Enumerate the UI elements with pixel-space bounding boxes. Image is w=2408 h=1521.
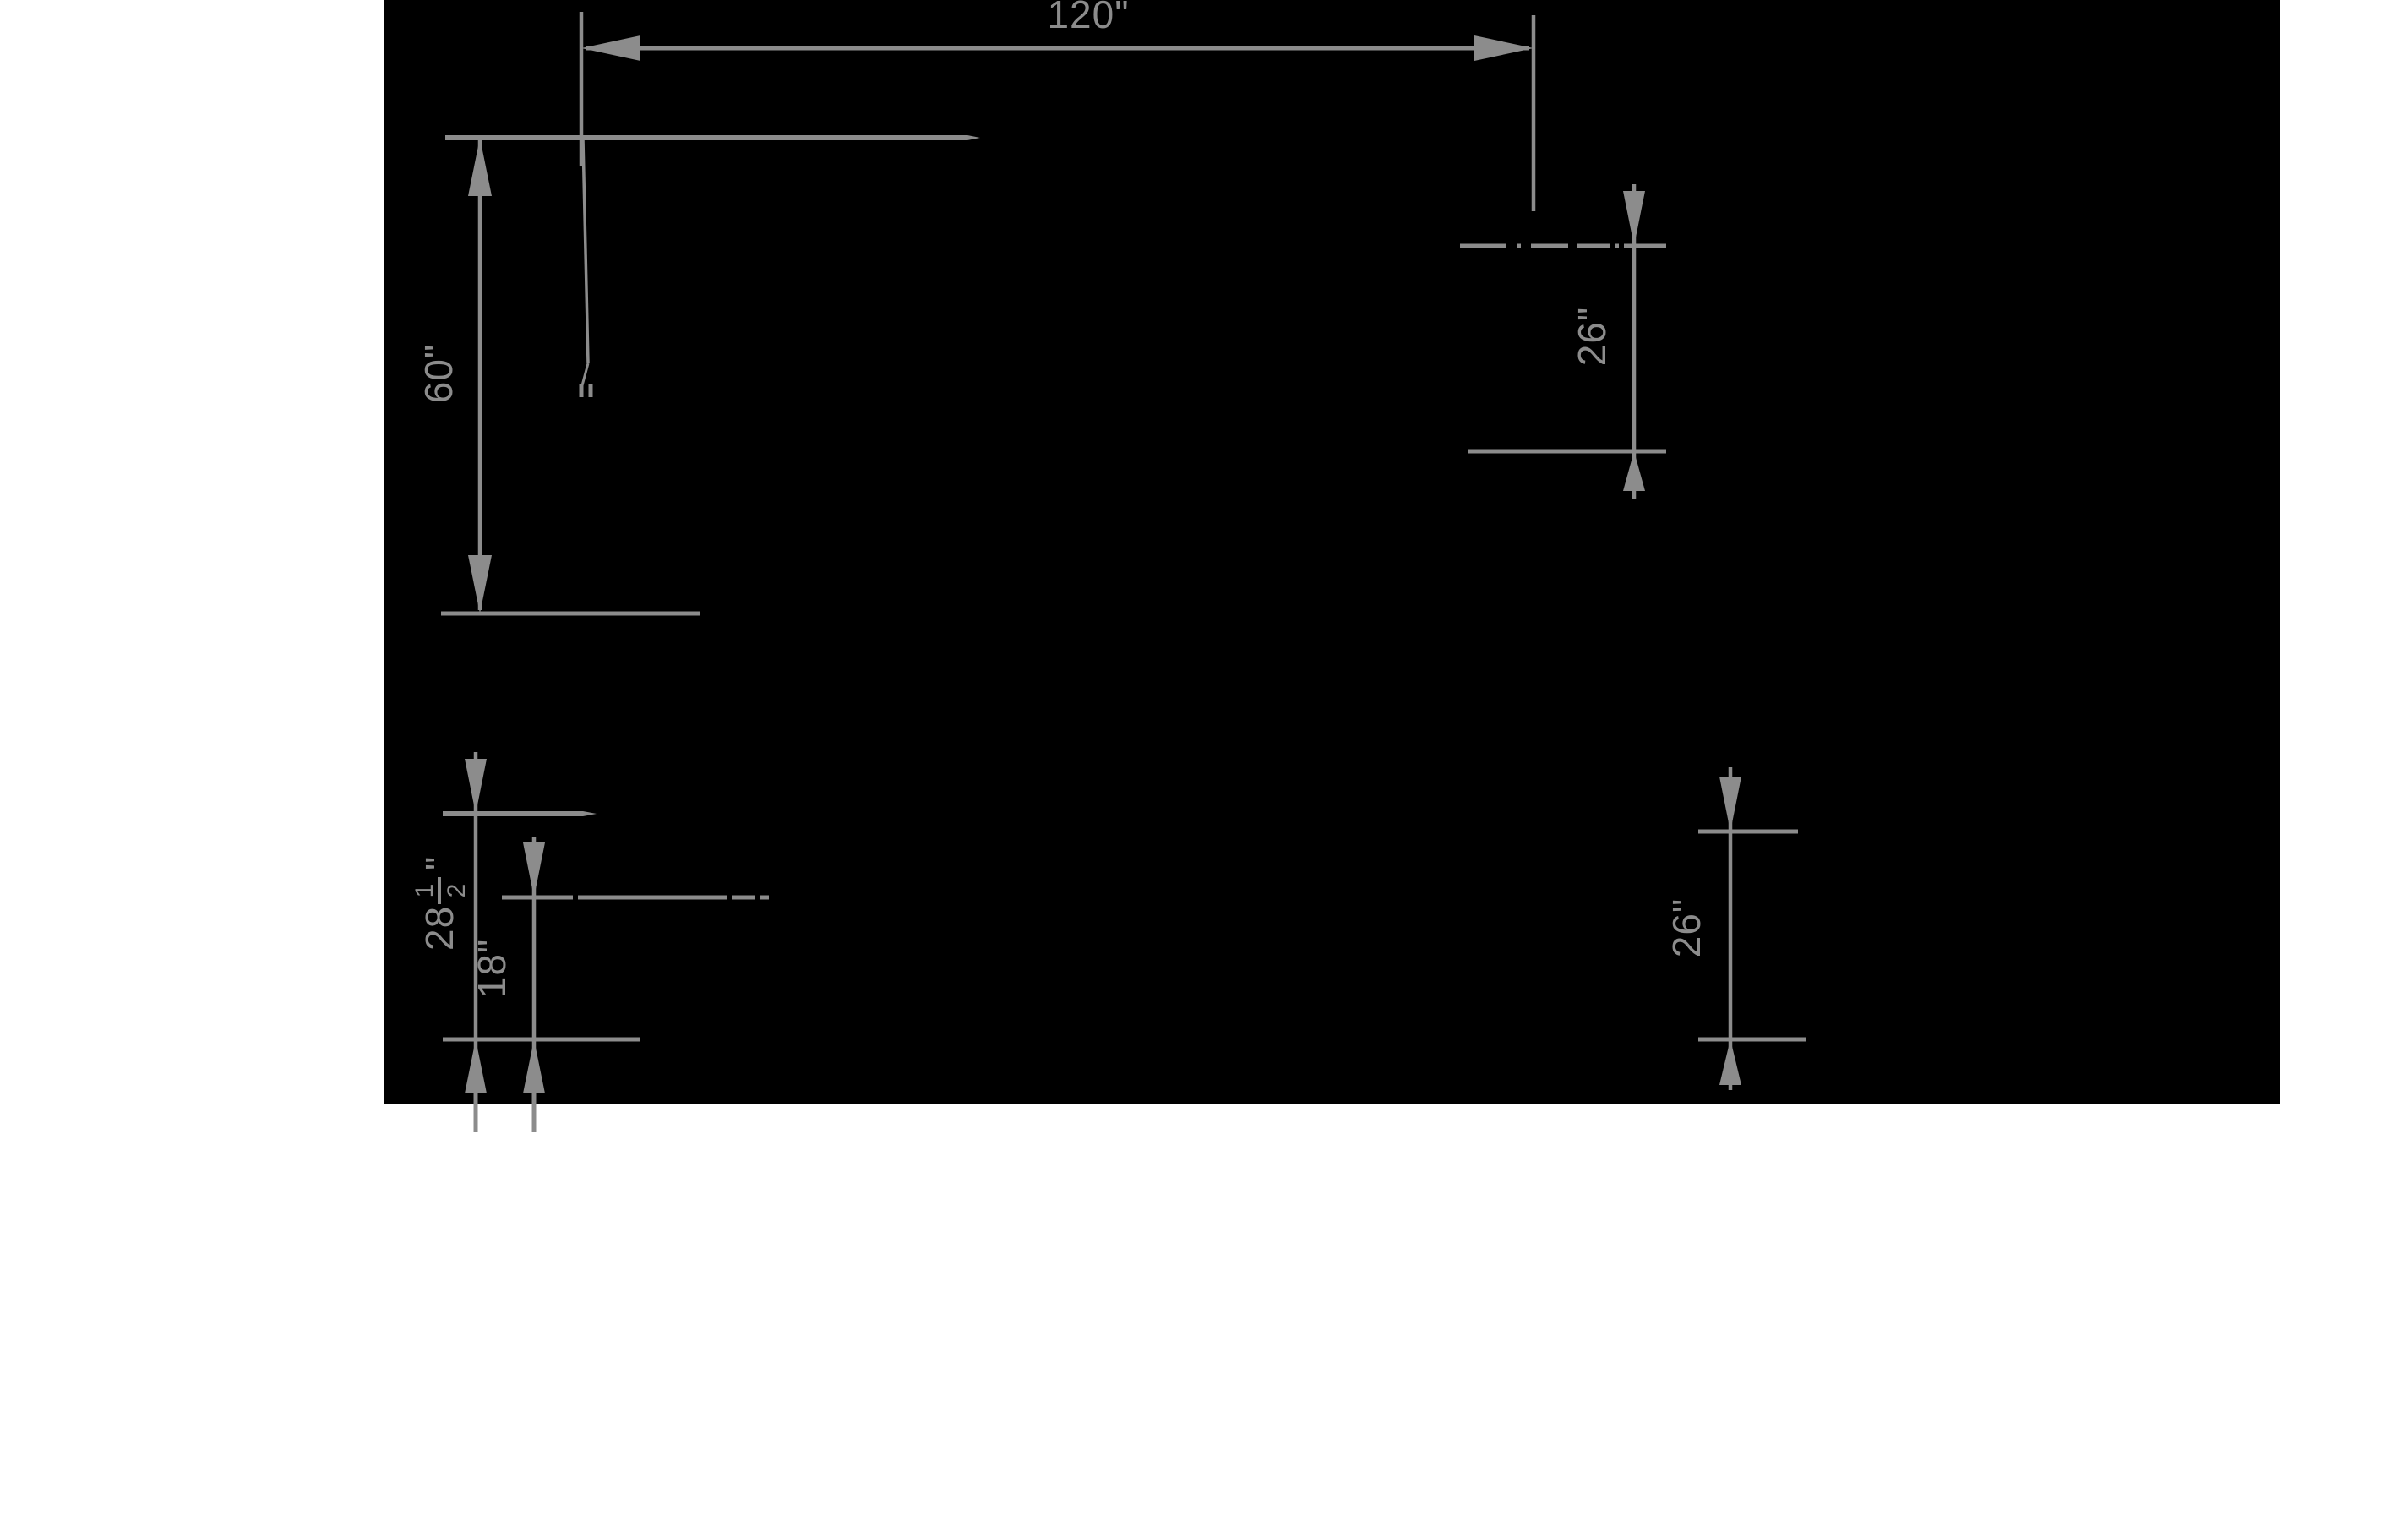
dimension-label-60: 60": [417, 344, 460, 404]
dimension-26-upper-group: [1460, 184, 1666, 499]
leader-line-vertical: [581, 139, 590, 364]
upper-construction-lines: [445, 135, 980, 397]
arrowhead-26-upper-bottom: [1623, 451, 1645, 491]
arrowhead-26-lower-top: [1719, 777, 1741, 831]
arrowhead-18-top: [523, 842, 545, 897]
dimension-label-28-half-denominator: 2: [443, 884, 471, 898]
dimension-26-lower-group: [1698, 767, 1806, 1090]
arrowhead-18-bottom: [523, 1039, 545, 1093]
dimension-label-28-half-whole: 28: [417, 906, 461, 951]
dimension-label-28-half-group: 28 1 2 ": [411, 856, 471, 951]
dimension-label-18: 18": [470, 939, 514, 999]
dimension-28-half-group: [443, 752, 640, 1104]
dimension-18-group: [502, 837, 769, 1104]
arrowhead-120-left: [581, 35, 640, 61]
arrowhead-28-half-bottom: [465, 1039, 487, 1093]
ext-line-28-half-top: [443, 811, 597, 816]
dimension-label-28-half-numerator: 1: [411, 884, 439, 898]
arrowhead-26-lower-bottom: [1719, 1039, 1741, 1085]
dimension-120-group: [579, 12, 1536, 211]
drawing-viewport: [384, 0, 2280, 1104]
dimension-label-26-upper: 26": [1570, 307, 1614, 367]
taper-line-top: [445, 135, 967, 140]
arrowhead-60-bottom: [468, 555, 492, 613]
dimension-60-group: [441, 138, 700, 616]
dimension-label-28-half-unit: ": [417, 856, 461, 870]
taper-line-top-tip: [967, 135, 980, 140]
dimension-label-120: 120": [1047, 0, 1129, 36]
arrowhead-26-upper-top: [1623, 191, 1645, 246]
arrowhead-120-right: [1474, 35, 1534, 61]
arrowhead-60-top: [468, 138, 492, 196]
dimension-label-26-lower: 26": [1664, 898, 1708, 958]
arrowhead-28-half-top: [465, 759, 487, 814]
